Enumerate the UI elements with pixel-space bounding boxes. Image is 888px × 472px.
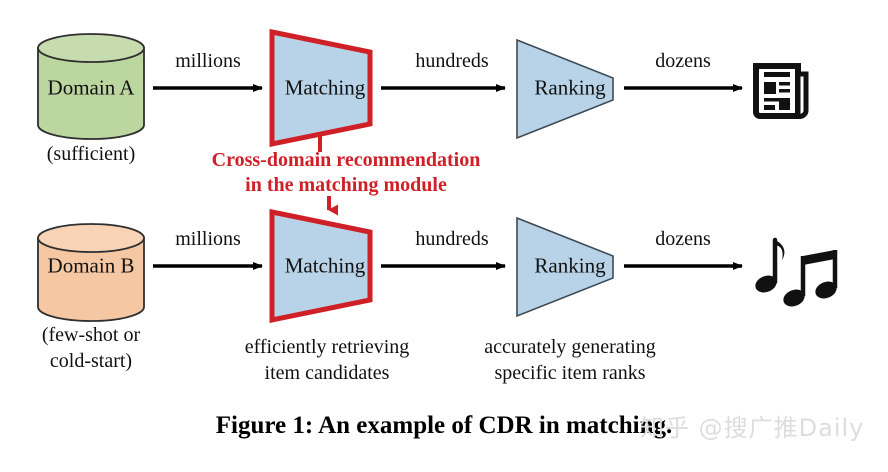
stage-matching-b-note: efficiently retrieving item candidates — [245, 334, 410, 386]
annotation-line-2: in the matching module — [245, 174, 447, 196]
stage-ranking-b-note-line-2: specific item ranks — [494, 362, 646, 384]
newspaper-icon — [753, 63, 809, 119]
stage-matching-b — [269, 208, 373, 324]
domain-b-note-line-1: (few-shot or — [41, 324, 141, 346]
cylinder-domain-a — [37, 33, 145, 140]
stage-ranking-b-label: Ranking — [534, 253, 606, 278]
edge-label-dozens-a: dozens — [655, 50, 711, 72]
cylinder-domain-b-label: Domain B — [47, 253, 135, 278]
figure-caption: Figure 1: An example of CDR in matching. — [215, 412, 673, 439]
stage-matching-b-note-line-2: item candidates — [264, 362, 390, 384]
cylinder-domain-b — [37, 223, 145, 322]
annotation-text: Cross-domain recommendation in the match… — [212, 148, 481, 198]
edge-label-millions-a: millions — [175, 50, 241, 72]
annotation-line-1: Cross-domain recommendation — [211, 149, 481, 171]
stage-ranking-a — [516, 38, 614, 140]
domain-a-note: (sufficient) — [46, 143, 136, 165]
music-notes-icon — [755, 237, 838, 307]
stage-ranking-b-note: accurately generating specific item rank… — [484, 334, 656, 386]
cylinder-domain-a-label: Domain A — [47, 75, 135, 100]
stage-ranking-a-label: Ranking — [534, 75, 606, 100]
watermark-text: 知乎 @搜广推Daily — [640, 414, 865, 442]
edge-label-hundreds-a: hundreds — [415, 50, 489, 72]
stage-ranking-b — [516, 216, 614, 318]
stage-matching-a-label: Matching — [284, 75, 366, 100]
edge-label-millions-b: millions — [175, 228, 241, 250]
stage-matching-b-note-line-1: efficiently retrieving — [244, 336, 410, 358]
domain-b-note: (few-shot or cold-start) — [42, 322, 140, 374]
domain-b-note-line-2: cold-start) — [49, 350, 133, 372]
stage-ranking-b-note-line-1: accurately generating — [484, 336, 656, 358]
edge-label-hundreds-b: hundreds — [415, 228, 489, 250]
edge-label-dozens-b: dozens — [655, 228, 711, 250]
stage-matching-a — [269, 28, 373, 148]
stage-matching-b-label: Matching — [284, 253, 366, 278]
